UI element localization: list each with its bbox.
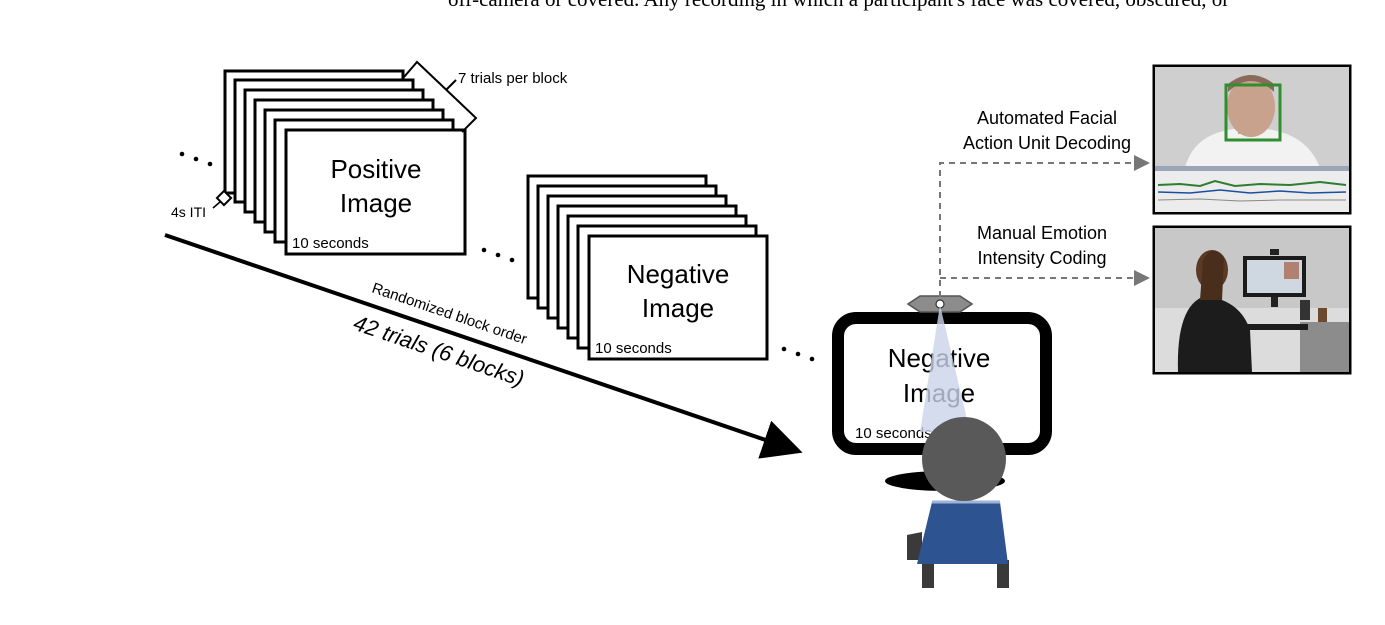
chair-seat: [917, 502, 1008, 564]
negative-block-stack: Negative Image 10 seconds: [526, 174, 769, 361]
negative-title-line2: Image: [642, 293, 714, 323]
timeline-arrow: [164, 233, 803, 459]
participant: [907, 417, 1009, 588]
negative-image-card: [587, 234, 769, 361]
chair-arm: [907, 532, 922, 560]
ellipsis-middle: [481, 247, 515, 263]
ellipsis-right: [781, 346, 815, 362]
ellipsis-left: [179, 151, 213, 167]
positive-image-card: [284, 128, 467, 256]
positive-title-line1: Positive: [330, 154, 421, 184]
participant-setup-photo: [1152, 225, 1352, 375]
positive-title-line2: Image: [340, 188, 412, 218]
chair-leg-right: [997, 560, 1009, 588]
face-tracking-photo: [1152, 64, 1352, 215]
monitor: Negative Image 10 seconds: [832, 295, 1052, 491]
monitor-duration: 10 seconds: [855, 425, 932, 442]
cropped-paper-text: off-camera or covered. Any recording in …: [448, 0, 1229, 12]
automated-label-line2: Action Unit Decoding: [963, 133, 1131, 153]
negative-duration: 10 seconds: [595, 340, 672, 357]
manual-label-line2: Intensity Coding: [977, 248, 1106, 268]
participant-head: [922, 417, 1006, 501]
chair-leg-left: [922, 560, 934, 588]
iti-label: 4s ITI: [171, 204, 206, 220]
iti-marker: [212, 189, 233, 209]
automated-label-line1: Automated Facial: [977, 108, 1117, 128]
manual-label-line1: Manual Emotion: [977, 223, 1107, 243]
camera-view-cone: [920, 305, 970, 432]
connector-lines: [939, 155, 1150, 297]
block-trials-label: 7 trials per block: [458, 70, 568, 87]
positive-block-stack: Positive Image 10 seconds: [223, 69, 467, 256]
positive-duration: 10 seconds: [292, 235, 369, 252]
negative-title-line1: Negative: [627, 259, 730, 289]
face-detection-box: [1224, 83, 1282, 142]
block-bracket: [403, 60, 478, 133]
